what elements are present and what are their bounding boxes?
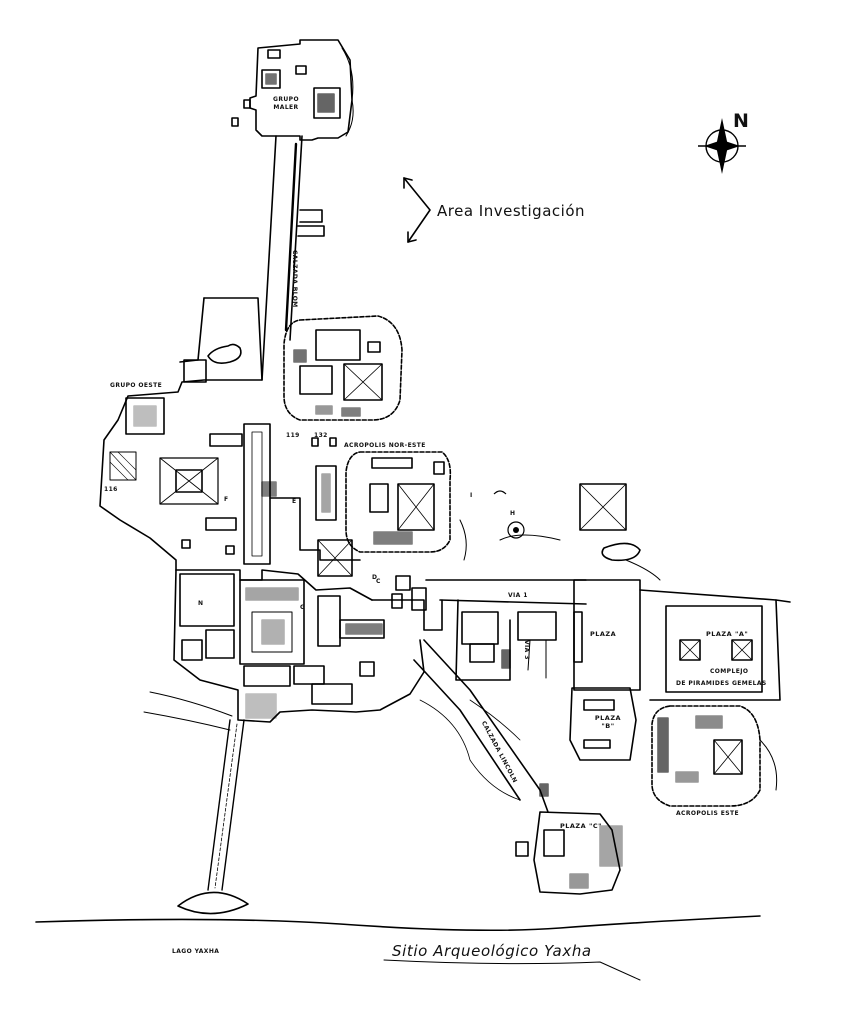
label-letter-d: D (372, 574, 378, 581)
label-119: 119 (286, 432, 300, 439)
label-acropolis-nor-este: ACROPOLIS NOR-ESTE (344, 442, 426, 449)
label-letter-h: H (510, 510, 516, 517)
via-1 (425, 579, 587, 681)
label-plaza-a: PLAZA "A" (706, 630, 749, 638)
label-acropolis-este: ACROPOLIS ESTE (676, 810, 739, 817)
label-piramides-gemelas: DE PIRAMIDES GEMELAS (676, 680, 767, 687)
area-label: Area Investigación (437, 202, 585, 220)
north-label: N (733, 110, 749, 132)
label-letter-g: G (300, 604, 306, 611)
circular-feature (507, 521, 525, 539)
plaza-c (515, 811, 623, 895)
calzada-blom (261, 135, 325, 381)
label-letter-i: I (470, 492, 473, 499)
plaza-a (573, 483, 791, 701)
lake-shoreline (35, 915, 761, 932)
lake-causeway (177, 719, 249, 915)
label-116: 116 (104, 486, 118, 493)
label-letter-f: F (224, 496, 229, 503)
label-132: 132 (314, 432, 328, 439)
title-underline (383, 959, 641, 981)
acropolis-nor-este (311, 437, 452, 553)
north-arrow-icon (698, 118, 746, 174)
label-plaza-c: PLAZA "C" (560, 822, 602, 830)
label-lago-yaxha: LAGO YAXHA (172, 948, 220, 955)
label-plaza: PLAZA (590, 630, 617, 638)
map-title: Sitio Arqueológico Yaxha (392, 942, 592, 960)
north-group (283, 315, 403, 421)
acropolis-este (569, 687, 778, 807)
label-via-1: VIA 1 (508, 592, 528, 599)
label-grupo-maler: GRUPO MALER (273, 96, 299, 111)
calzada-lincoln (413, 639, 549, 813)
central-plaza (173, 497, 443, 723)
label-letter-c: C (376, 578, 381, 585)
label-complejo: COMPLEJO (710, 668, 749, 675)
grupo-maler (231, 39, 354, 141)
label-plaza-b: PLAZA "B" (594, 714, 622, 730)
label-letter-n: N (198, 600, 204, 607)
label-letter-e: E (292, 498, 297, 505)
label-grupo-oeste: GRUPO OESTE (110, 382, 163, 389)
label-via-3: VIA 3 (523, 640, 530, 660)
label-calzada-blom: CALZADA BLOM (291, 250, 298, 308)
area-arrows (403, 177, 431, 243)
west-plaza (99, 297, 277, 571)
